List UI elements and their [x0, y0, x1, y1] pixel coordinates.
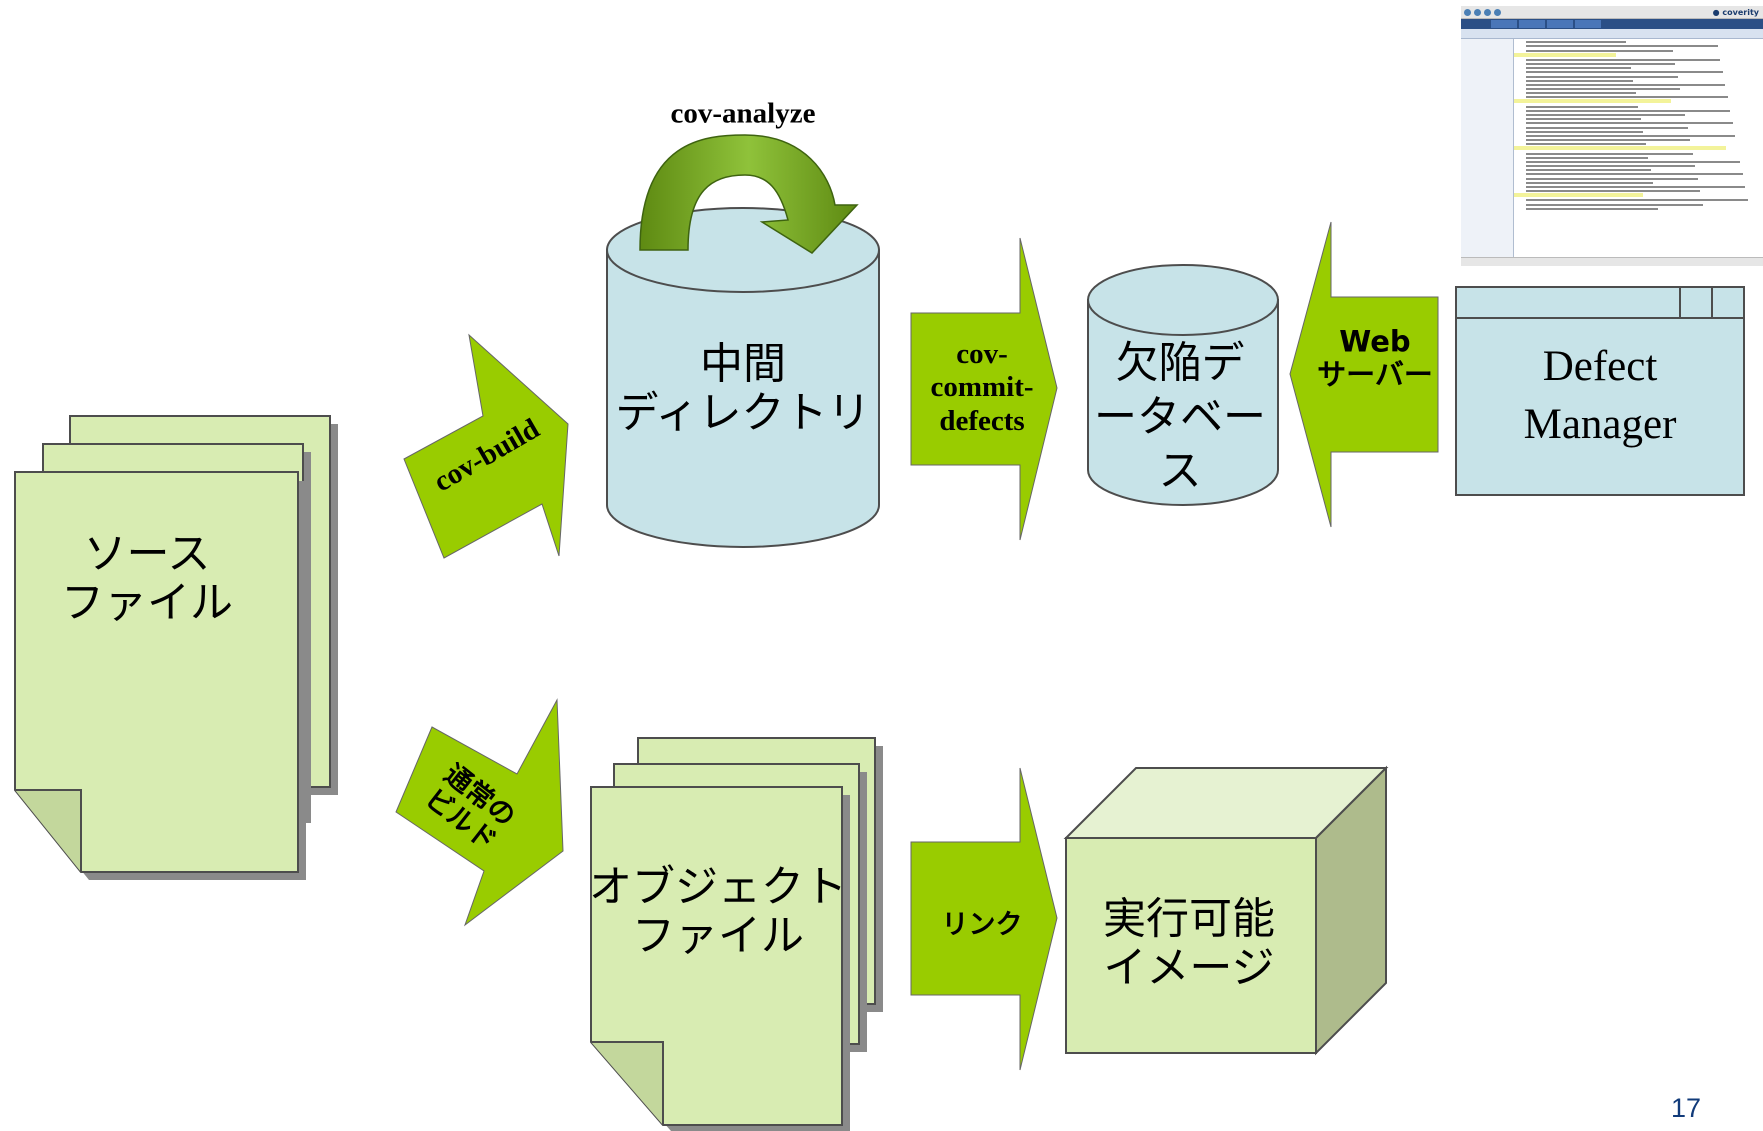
executable-image-cube	[1063, 765, 1389, 1056]
code-line	[1526, 41, 1626, 44]
defect-manager-window	[1455, 286, 1745, 496]
code-line	[1526, 169, 1651, 172]
code-line	[1526, 134, 1736, 137]
code-line	[1526, 118, 1641, 121]
code-line	[1526, 83, 1726, 86]
code-line	[1526, 203, 1703, 206]
cov-build-arrow	[403, 333, 569, 559]
code-line	[1526, 143, 1646, 146]
thumbnail-code-view	[1514, 39, 1763, 257]
normal-build-arrow	[395, 698, 564, 927]
code-line	[1526, 67, 1631, 70]
executable-image-label: 実行可能 イメージ	[1103, 894, 1275, 994]
code-line	[1526, 75, 1678, 78]
web-server-label: Web サーバー	[1317, 324, 1433, 392]
intermediate-directory-label: 中間 ディレクトリ	[615, 339, 871, 439]
code-line	[1526, 126, 1688, 129]
cov-analyze-label: cov-analyze	[670, 97, 816, 130]
code-line	[1526, 105, 1639, 108]
cov-commit-defects-label: cov- commit- defects	[930, 337, 1034, 437]
defect-manager-screenshot-thumbnail: ● coverity	[1461, 6, 1763, 274]
code-line	[1526, 190, 1701, 193]
code-line	[1514, 99, 1671, 104]
code-line	[1526, 122, 1733, 125]
code-line	[1526, 152, 1693, 155]
code-line	[1526, 49, 1673, 52]
code-line	[1526, 199, 1748, 202]
source-file-label: ソース ファイル	[61, 529, 233, 629]
code-line	[1526, 165, 1696, 168]
code-line	[1526, 207, 1658, 210]
code-line	[1526, 109, 1731, 112]
coverity-logo: ● coverity	[1712, 7, 1759, 17]
code-line	[1526, 79, 1634, 82]
web-server-arrow	[1289, 221, 1439, 528]
code-line	[1526, 160, 1741, 163]
link-arrow	[910, 767, 1058, 1071]
code-line	[1526, 58, 1721, 61]
code-line	[1526, 62, 1676, 65]
code-line	[1526, 139, 1691, 142]
code-line	[1526, 71, 1723, 74]
browser-toolbar: ● coverity	[1461, 6, 1763, 19]
code-line	[1526, 45, 1718, 48]
cov-analyze-arrow	[639, 134, 859, 254]
object-file-stack	[590, 737, 883, 1131]
source-file-stack	[14, 415, 338, 880]
page-number: 17	[1671, 1093, 1702, 1123]
code-line	[1526, 92, 1636, 95]
thumbnail-sidebar	[1461, 39, 1514, 257]
object-file-label: オブジェクト ファイル	[589, 862, 847, 962]
defect-manager-label: Defect Manager	[1523, 342, 1677, 448]
code-line	[1526, 88, 1681, 91]
thumbnail-subnav	[1461, 29, 1763, 39]
code-line	[1526, 156, 1648, 159]
code-line	[1514, 52, 1617, 57]
cov-commit-defects-arrow	[910, 237, 1058, 541]
code-line	[1514, 146, 1726, 151]
thumbnail-nav-tabs	[1461, 19, 1763, 29]
code-line	[1526, 173, 1743, 176]
code-line	[1526, 186, 1746, 188]
code-line	[1526, 181, 1653, 184]
code-line	[1526, 96, 1728, 99]
code-line	[1526, 114, 1686, 116]
code-line	[1514, 193, 1644, 198]
defect-database-cylinder	[1087, 264, 1279, 506]
code-line	[1526, 177, 1698, 180]
defect-database-label: 欠陥デ ータベー ス	[1094, 338, 1266, 496]
thumbnail-statusbar	[1461, 257, 1763, 266]
link-label: リンク	[941, 909, 1023, 941]
code-line	[1526, 130, 1644, 133]
